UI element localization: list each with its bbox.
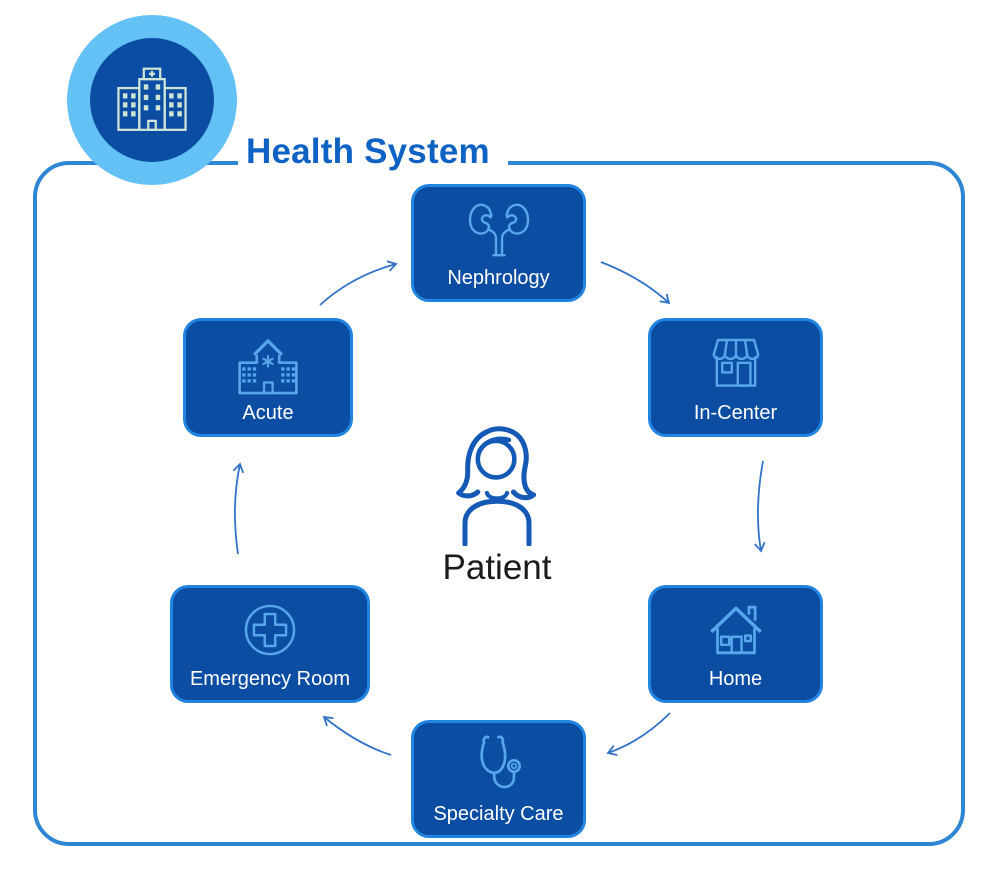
- node-specialty-care: Specialty Care: [411, 720, 586, 838]
- node-label: Home: [708, 668, 763, 690]
- node-in-center: In-Center: [648, 318, 823, 437]
- node-label: Emergency Room: [189, 668, 351, 690]
- node-emergency-room: Emergency Room: [170, 585, 370, 703]
- node-label: In-Center: [693, 402, 778, 424]
- storefront-icon: [697, 321, 775, 401]
- medical-cross-icon: [230, 587, 310, 667]
- patient-center: Patient: [397, 418, 597, 588]
- node-home: Home: [648, 585, 823, 703]
- node-label: Specialty Care: [433, 803, 564, 825]
- node-label: Acute: [242, 402, 294, 424]
- health-system-badge: [67, 15, 237, 185]
- hospital-icon: [224, 321, 312, 401]
- house-icon: [696, 587, 776, 667]
- hospital-building-icon: [117, 67, 187, 131]
- patient-label: Patient: [442, 548, 552, 587]
- kidneys-icon: [460, 187, 538, 266]
- stethoscope-icon: [460, 723, 538, 802]
- node-acute: Acute: [183, 318, 353, 437]
- node-label: Nephrology: [447, 267, 550, 289]
- diagram-title: Health System: [238, 127, 508, 177]
- badge-inner-circle: [90, 38, 214, 162]
- patient-icon: [456, 426, 537, 546]
- node-nephrology: Nephrology: [411, 184, 586, 302]
